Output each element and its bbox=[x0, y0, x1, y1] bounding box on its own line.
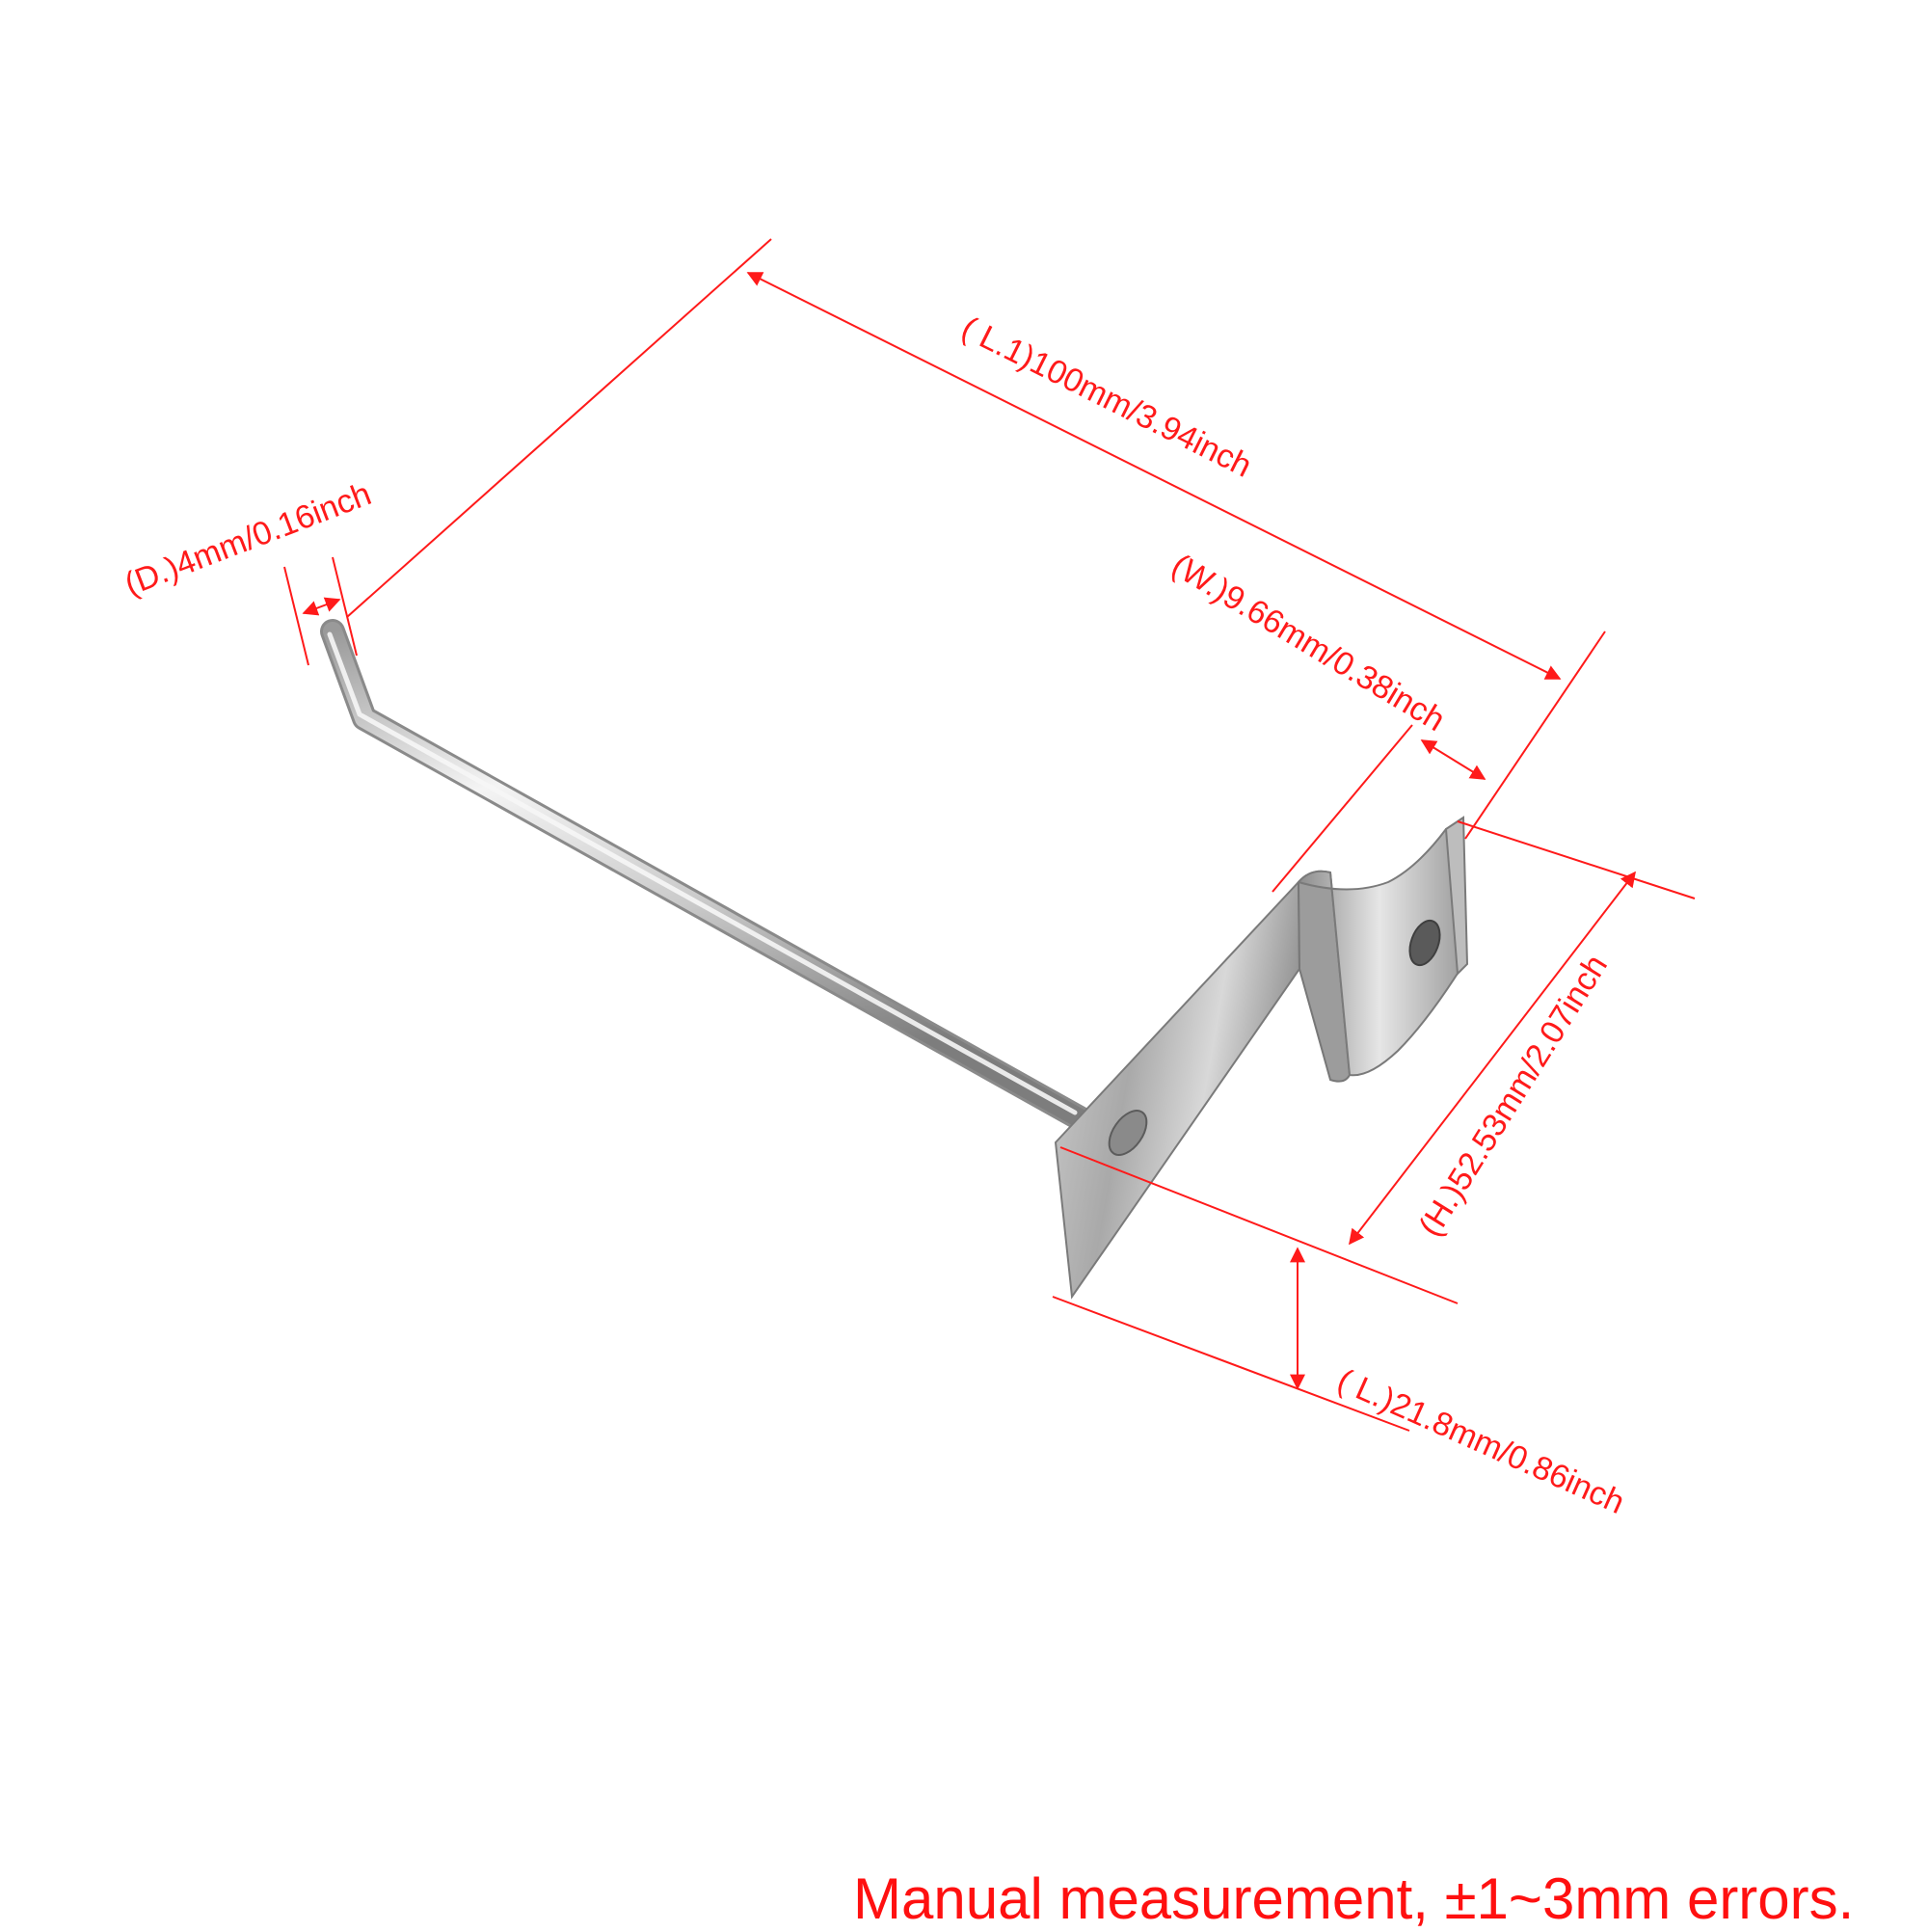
dimension-arrow-l1 bbox=[746, 272, 1562, 680]
label-diameter: (D.)4mm/0.16inch bbox=[120, 475, 376, 603]
dimension-arrow-h bbox=[1349, 871, 1636, 1246]
extension-line-l1-left bbox=[346, 238, 772, 618]
measurement-note: Manual measurement, ±1~3mm errors. bbox=[853, 1866, 1855, 1931]
extension-line-l-bottom bbox=[1052, 1296, 1410, 1432]
extension-line-d-left bbox=[283, 566, 309, 666]
hook-rod-shine bbox=[327, 631, 1078, 1115]
dimension-arrow-d bbox=[302, 597, 341, 616]
dimension-lines bbox=[283, 238, 1696, 1432]
label-length-plate: ( L.)21.8mm/0.86inch bbox=[1332, 1362, 1630, 1521]
dimension-arrow-w bbox=[1420, 739, 1486, 780]
label-width: (W.)9.66mm/0.38inch bbox=[1165, 547, 1452, 738]
screw-hole-lower bbox=[1108, 1110, 1148, 1156]
extension-line-d-right bbox=[332, 556, 358, 657]
hook-rod-highlight bbox=[323, 622, 1089, 1128]
hook-back-plate bbox=[1054, 879, 1301, 1300]
extension-line-w-left bbox=[1272, 724, 1413, 893]
extension-line-h-top bbox=[1457, 820, 1696, 899]
hook-product bbox=[320, 619, 1469, 1300]
label-length-rod: ( L.1)100mm/3.94inch bbox=[955, 309, 1257, 485]
extension-line-h-bottom bbox=[1059, 1146, 1459, 1304]
extension-line-l1-right bbox=[1464, 631, 1606, 840]
